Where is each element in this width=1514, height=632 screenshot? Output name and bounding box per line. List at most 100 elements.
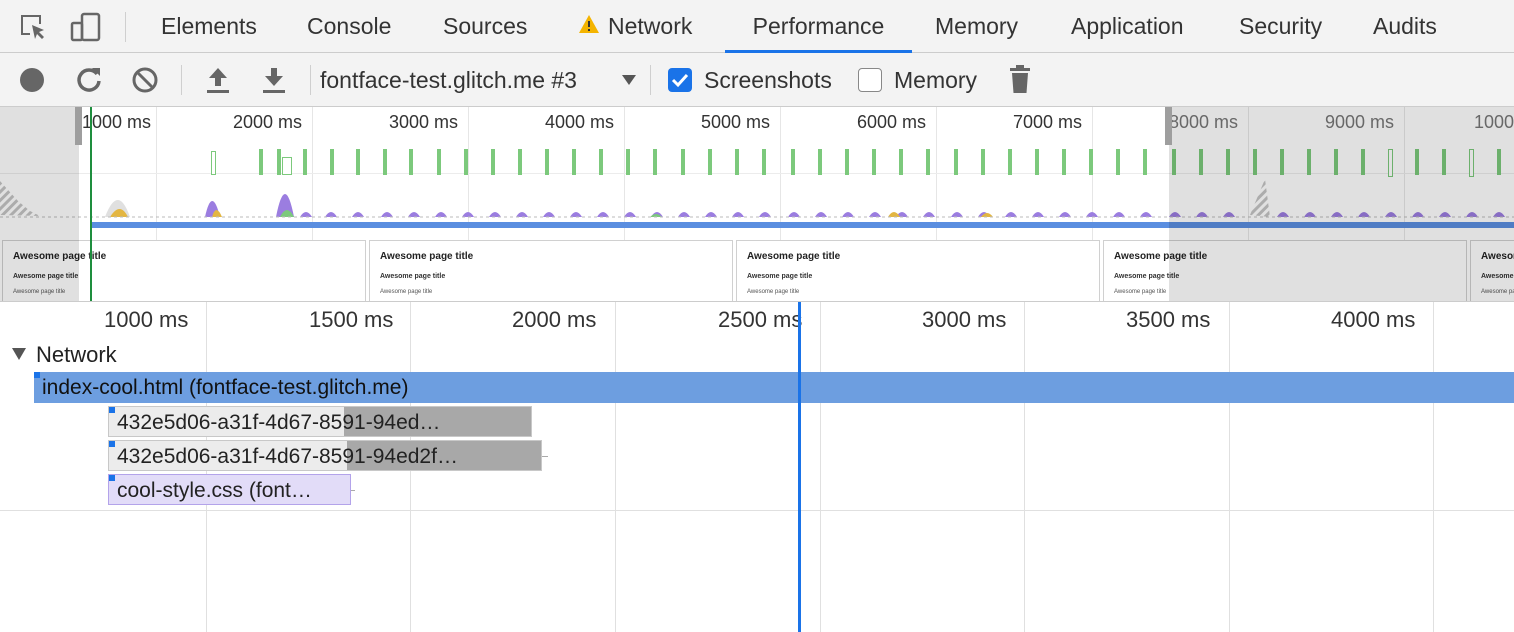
selection-right-handle[interactable]	[1165, 107, 1172, 145]
request-whisker	[351, 490, 355, 491]
request-label: index-cool.html (fontface-test.glitch.me…	[42, 376, 409, 399]
dcl-marker-line	[90, 107, 92, 301]
overview-gridline	[1248, 107, 1249, 301]
memory-label-text: Memory	[894, 67, 978, 93]
timeline-time-label: 4000 ms	[1331, 307, 1416, 332]
fps-frame	[277, 149, 281, 175]
profile-select[interactable]: fontface-test.glitch.me #3	[320, 53, 577, 107]
fps-frame	[545, 149, 549, 175]
network-track-header[interactable]: Network	[12, 342, 117, 368]
selection-left-handle[interactable]	[75, 107, 82, 145]
timeline-time-label: 2500 ms	[718, 307, 803, 332]
tab-elements[interactable]: Elements	[161, 0, 257, 53]
request-label: 432e5d06-a31f-4d67-8591-94ed2f…	[117, 445, 458, 468]
tab-application[interactable]: Application	[1071, 0, 1184, 53]
tab-label: Sources	[443, 13, 528, 39]
tab-label: Elements	[161, 13, 257, 39]
profile-select-value: fontface-test.glitch.me #3	[320, 67, 577, 93]
fps-frame	[1497, 149, 1501, 175]
tab-memory[interactable]: Memory	[935, 0, 1018, 53]
fps-frame	[1388, 149, 1393, 177]
timeline-cursor	[798, 302, 801, 632]
clear-icon[interactable]	[131, 66, 159, 99]
screenshots-checkbox[interactable]	[668, 68, 692, 92]
fps-frame	[1469, 149, 1474, 177]
overview-unselected-region	[0, 107, 79, 301]
screenshot-thumbnail[interactable]: Awesome page title Awesome page title Aw…	[2, 240, 366, 301]
devtools-tab-bar: Elements Console Sources Network Perform…	[0, 0, 1514, 53]
tab-audits[interactable]: Audits	[1373, 0, 1437, 53]
fps-frame	[735, 149, 739, 175]
timeline-gridline	[1433, 302, 1434, 632]
fps-frame	[954, 149, 958, 175]
screenshots-label[interactable]: Screenshots	[704, 53, 832, 107]
overview-unselected-region	[1169, 107, 1514, 301]
overview-time-label: 6000 ms	[857, 112, 927, 132]
tab-label: Security	[1239, 13, 1323, 39]
save-profile-icon[interactable]	[261, 66, 287, 99]
fps-frame	[1062, 149, 1066, 175]
fps-frame	[1035, 149, 1039, 175]
toolbar-separator	[310, 65, 311, 95]
fps-frame	[818, 149, 822, 175]
trash-icon[interactable]	[1008, 65, 1032, 100]
timeline-flamechart[interactable]: 1000 ms 1500 ms 2000 ms 2500 ms 3000 ms …	[0, 302, 1514, 632]
screenshot-thumbnail[interactable]: Awesome page title Awesome page title Aw…	[1103, 240, 1467, 301]
reload-icon[interactable]	[75, 66, 103, 99]
request-start-marker	[109, 407, 115, 413]
network-request-bar[interactable]: 432e5d06-a31f-4d67-8591-94ed2f…	[108, 440, 542, 471]
screenshot-thumbnail[interactable]: Awesome page title Awesome page title Aw…	[736, 240, 1100, 301]
tab-network[interactable]: Network	[578, 0, 692, 53]
overview-time-label: 8000 ms	[1169, 112, 1239, 132]
track-divider	[0, 510, 1514, 511]
tab-performance[interactable]: Performance	[725, 0, 912, 53]
timeline-time-label: 3000 ms	[922, 307, 1007, 332]
network-request-bar[interactable]: 432e5d06-a31f-4d67-8591-94ed…	[108, 406, 532, 437]
fps-frame	[259, 149, 263, 175]
timeline-gridline	[615, 302, 616, 632]
request-start-marker	[109, 475, 115, 481]
overview-gridline	[780, 107, 781, 301]
fps-frame	[1307, 149, 1311, 175]
fps-frame	[464, 149, 468, 175]
network-request-bar[interactable]: cool-style.css (font…	[108, 474, 351, 505]
fps-frame	[599, 149, 603, 175]
fps-frame	[437, 149, 441, 175]
tab-console[interactable]: Console	[307, 0, 391, 53]
fps-frame	[1008, 149, 1012, 175]
record-icon[interactable]	[19, 67, 45, 98]
memory-checkbox[interactable]	[858, 68, 882, 92]
fps-frame	[303, 149, 307, 175]
tab-label: Performance	[752, 13, 885, 39]
device-toolbar-icon[interactable]	[70, 12, 102, 47]
fps-frame	[211, 151, 216, 175]
checkmark-icon	[671, 73, 689, 88]
chevron-down-icon[interactable]	[621, 73, 637, 91]
screenshot-thumbnail[interactable]: Awesome page title Awesome page title Aw…	[1470, 240, 1514, 301]
overview-gridline	[1092, 107, 1093, 301]
fps-frame	[1143, 149, 1147, 175]
overview-gridline	[624, 107, 625, 301]
overview-time-label: 1000 ms	[82, 112, 152, 132]
network-request-bar[interactable]: index-cool.html (fontface-test.glitch.me…	[34, 372, 1514, 403]
overview-gridline	[156, 107, 157, 301]
fps-frame	[1172, 149, 1176, 175]
load-profile-icon[interactable]	[205, 66, 231, 99]
network-overview-bar	[92, 222, 1514, 228]
timeline-overview[interactable]: 1000 ms 2000 ms 3000 ms 4000 ms 5000 ms …	[0, 107, 1514, 302]
overview-row-divider	[0, 173, 1514, 174]
collapse-triangle-icon[interactable]	[12, 348, 26, 361]
fps-frame	[491, 149, 495, 175]
overview-gridline	[936, 107, 937, 301]
fps-frame	[926, 149, 930, 175]
tab-security[interactable]: Security	[1239, 0, 1322, 53]
inspect-element-icon[interactable]	[18, 12, 48, 47]
memory-label[interactable]: Memory	[894, 53, 977, 107]
tabbar-separator	[125, 12, 126, 42]
tab-sources[interactable]: Sources	[443, 0, 527, 53]
toolbar-separator	[650, 65, 651, 95]
fps-frame	[1116, 149, 1120, 175]
screenshot-thumbnail[interactable]: Awesome page title Awesome page title Aw…	[369, 240, 733, 301]
overview-gridline	[312, 107, 313, 301]
tab-label: Application	[1071, 13, 1184, 39]
